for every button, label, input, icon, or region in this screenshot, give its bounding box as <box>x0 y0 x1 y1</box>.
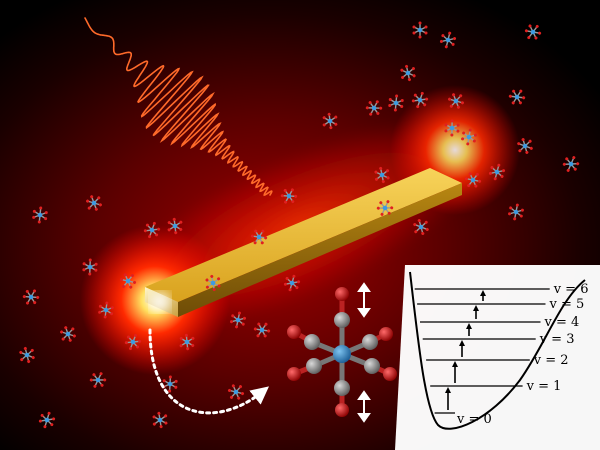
hot-spot <box>150 292 170 312</box>
small-molecule-icon <box>152 411 168 429</box>
small-molecule-icon <box>411 91 429 109</box>
small-molecule-icon <box>205 274 221 292</box>
level-label: v = 0 <box>456 412 492 427</box>
small-molecule-icon <box>444 119 460 137</box>
level-lines: v = 0 v = 1 v = 2 v = 3 v = 4 v = 5v = 6 <box>414 282 589 427</box>
small-molecule-icon <box>322 112 338 130</box>
small-molecule-icon <box>508 203 524 221</box>
small-molecule-icon <box>119 273 137 289</box>
small-molecule-icon <box>124 333 142 351</box>
arrow-head <box>480 290 486 296</box>
small-molecule-icon <box>517 138 533 154</box>
dotted-curved-arrow <box>148 328 270 415</box>
arrow-head <box>445 387 451 393</box>
laser-pulse <box>84 17 273 197</box>
level-label: v = 3 <box>539 332 575 347</box>
small-molecule-icon <box>19 347 35 363</box>
small-molecule-icon <box>376 200 394 216</box>
small-molecule-icon <box>179 333 195 351</box>
small-molecule-icon <box>562 156 580 172</box>
small-molecule-icon <box>464 172 482 188</box>
small-molecule-icon <box>82 258 98 276</box>
small-molecule-icon <box>227 384 245 400</box>
molecule-field <box>19 21 580 429</box>
arrow-head <box>452 361 458 367</box>
small-molecule-icon <box>283 274 301 292</box>
level-label: v = 2 <box>533 353 569 368</box>
arrow-head <box>466 323 472 329</box>
small-molecule-icon <box>448 93 464 109</box>
level-label: v = 5 <box>549 297 585 312</box>
diagram-panel <box>395 265 600 450</box>
energy-level-diagram: v = 0 v = 1 v = 2 v = 3 v = 4 v = 5v = 6 <box>395 265 600 450</box>
small-molecule-icon <box>365 100 383 116</box>
small-molecule-icon <box>508 89 526 105</box>
small-molecule-icon <box>461 128 477 146</box>
arrow-head <box>473 305 479 311</box>
small-molecule-icon <box>400 64 416 82</box>
small-molecule-icon <box>89 372 107 388</box>
small-molecule-icon <box>60 326 76 342</box>
small-molecule-icon <box>22 289 40 305</box>
stretch-arrows <box>357 282 371 423</box>
small-molecule-icon <box>162 375 178 393</box>
small-molecule-icon <box>280 188 298 204</box>
small-molecule-icon <box>143 221 161 239</box>
potential-well <box>409 271 586 430</box>
small-molecule-icon <box>253 322 271 338</box>
level-label: v = 6 <box>553 282 589 297</box>
small-molecule-icon <box>488 163 506 181</box>
small-molecule-icon <box>412 21 428 39</box>
small-molecule-icon <box>374 166 390 184</box>
level-label: v = 1 <box>526 379 562 394</box>
hexacarbonyl-molecule <box>287 287 397 417</box>
nanorod-side <box>178 183 462 317</box>
small-molecule-icon <box>167 217 183 235</box>
small-molecule-icon <box>38 411 56 429</box>
small-molecule-icon <box>98 301 114 319</box>
small-molecule-icon <box>230 311 246 329</box>
nanorod-top <box>145 168 462 302</box>
small-molecule-icon <box>413 219 429 235</box>
small-molecule-icon <box>250 229 268 245</box>
small-molecule-icon <box>524 24 542 40</box>
arrow-head <box>459 340 465 346</box>
small-molecule-icon <box>439 31 457 49</box>
small-molecule-icon <box>32 206 48 224</box>
small-molecule-icon <box>86 195 102 211</box>
small-molecule-icon <box>388 94 404 112</box>
level-label: v = 4 <box>544 315 580 330</box>
